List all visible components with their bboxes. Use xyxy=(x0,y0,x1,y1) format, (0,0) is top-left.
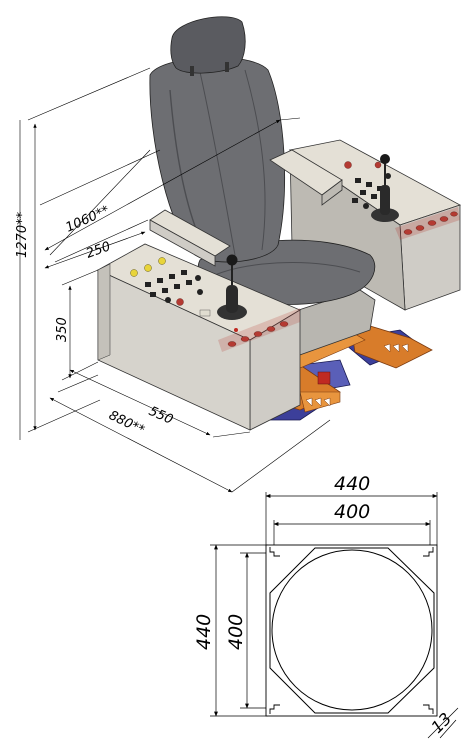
dim-console-depth: 550 xyxy=(146,404,175,428)
operator-chair-illustration: 1270** 1060** 250 350 550 880** xyxy=(15,16,462,493)
dim-base-inner-height: 400 xyxy=(225,614,247,650)
dim-width-total: 880** xyxy=(106,408,147,438)
base-plate-plan-view: 440 400 440 400 13 xyxy=(193,473,459,739)
dim-console-height: 350 xyxy=(55,317,70,342)
dimension-lines-3d xyxy=(19,67,331,493)
dim-armrest-width: 250 xyxy=(84,239,112,262)
dim-base-outer-width: 440 xyxy=(334,473,370,495)
dim-depth-total: 1060** xyxy=(64,203,113,236)
left-control-console xyxy=(97,243,301,431)
dim-base-inner-width: 400 xyxy=(334,501,370,523)
dim-base-outer-height: 440 xyxy=(193,614,215,650)
right-control-console xyxy=(288,139,462,311)
dim-height-total: 1270** xyxy=(15,211,30,258)
